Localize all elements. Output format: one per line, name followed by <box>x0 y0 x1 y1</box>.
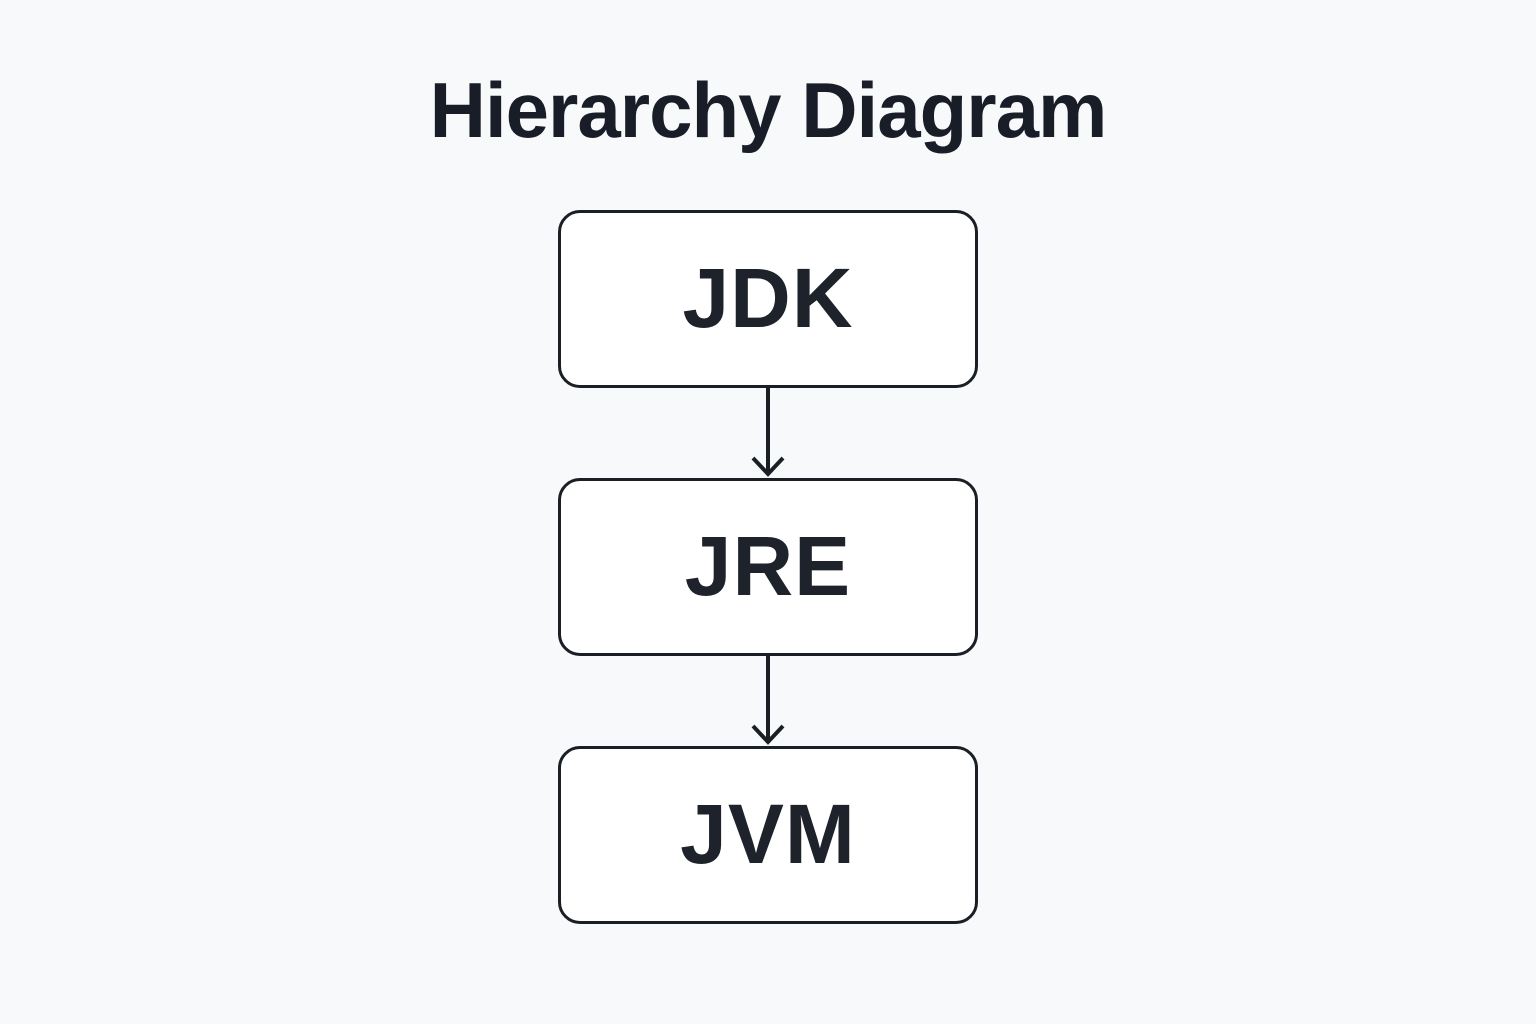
flowchart: JDK JRE JVM <box>558 209 978 924</box>
arrow-down-icon <box>751 655 785 745</box>
node-jre: JRE <box>558 477 978 656</box>
node-jvm-label: JVM <box>680 787 856 882</box>
node-jdk-label: JDK <box>682 251 854 346</box>
node-jdk: JDK <box>558 209 978 388</box>
node-jvm: JVM <box>558 745 978 924</box>
node-jre-label: JRE <box>684 519 852 614</box>
arrow-down-icon <box>751 387 785 477</box>
page-title: Hierarchy Diagram <box>429 66 1108 154</box>
